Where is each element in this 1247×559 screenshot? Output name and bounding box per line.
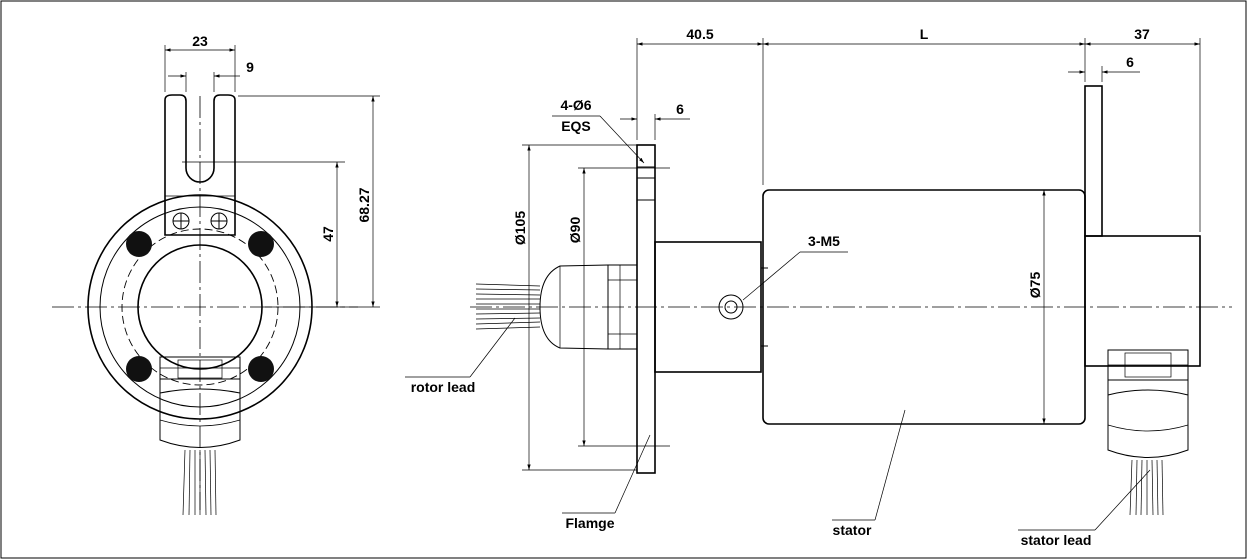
thread-label: 3-M5 bbox=[808, 233, 840, 249]
holes-label: 4-Ø6 bbox=[560, 97, 591, 113]
stator-cable-gland bbox=[1107, 349, 1189, 516]
slotted-bracket bbox=[164, 94, 236, 236]
flange-label: Flamge bbox=[565, 515, 614, 531]
mounting-hole-bottom-right bbox=[248, 356, 274, 382]
dia-pcd: Ø90 bbox=[567, 217, 583, 244]
dia-flange: Ø105 bbox=[512, 211, 528, 245]
rotor-hub bbox=[654, 241, 762, 373]
bore-circle bbox=[137, 244, 263, 370]
dim-flange-thickness: 6 bbox=[676, 101, 684, 117]
anti-rotation-tab bbox=[1084, 85, 1103, 237]
dim-height-47: 47 bbox=[320, 226, 336, 242]
thread-hole bbox=[718, 294, 744, 320]
mounting-hole-top-right bbox=[248, 231, 274, 257]
rear-housing bbox=[1084, 235, 1201, 367]
dim-tab-offset: 37 bbox=[1134, 26, 1150, 42]
dim-height-6827: 68.27 bbox=[356, 187, 372, 222]
mounting-hole-top-left bbox=[126, 231, 152, 257]
flange-hole-section-lower bbox=[636, 177, 656, 201]
dim-slot-gap: 9 bbox=[246, 59, 254, 75]
dim-body-length: L bbox=[920, 26, 929, 42]
dia-body: Ø75 bbox=[1027, 272, 1043, 299]
rotor-lead-label: rotor lead bbox=[411, 379, 476, 395]
front-view: 23 9 47 68.27 bbox=[52, 33, 380, 516]
flange-plate bbox=[636, 144, 656, 474]
stator-label: stator bbox=[833, 522, 872, 538]
dim-slot-width: 23 bbox=[192, 33, 208, 49]
mounting-hole-bottom-left bbox=[126, 356, 152, 382]
holes-eqs-label: EQS bbox=[561, 118, 591, 134]
front-cable-gland bbox=[159, 356, 241, 516]
dim-tab-thickness: 6 bbox=[1126, 54, 1134, 70]
stator-lead-label: stator lead bbox=[1021, 532, 1092, 548]
flange-hole-section-upper bbox=[636, 144, 656, 168]
dim-flange-to-body: 40.5 bbox=[686, 26, 713, 42]
side-view: 3-M5 bbox=[405, 26, 1232, 548]
